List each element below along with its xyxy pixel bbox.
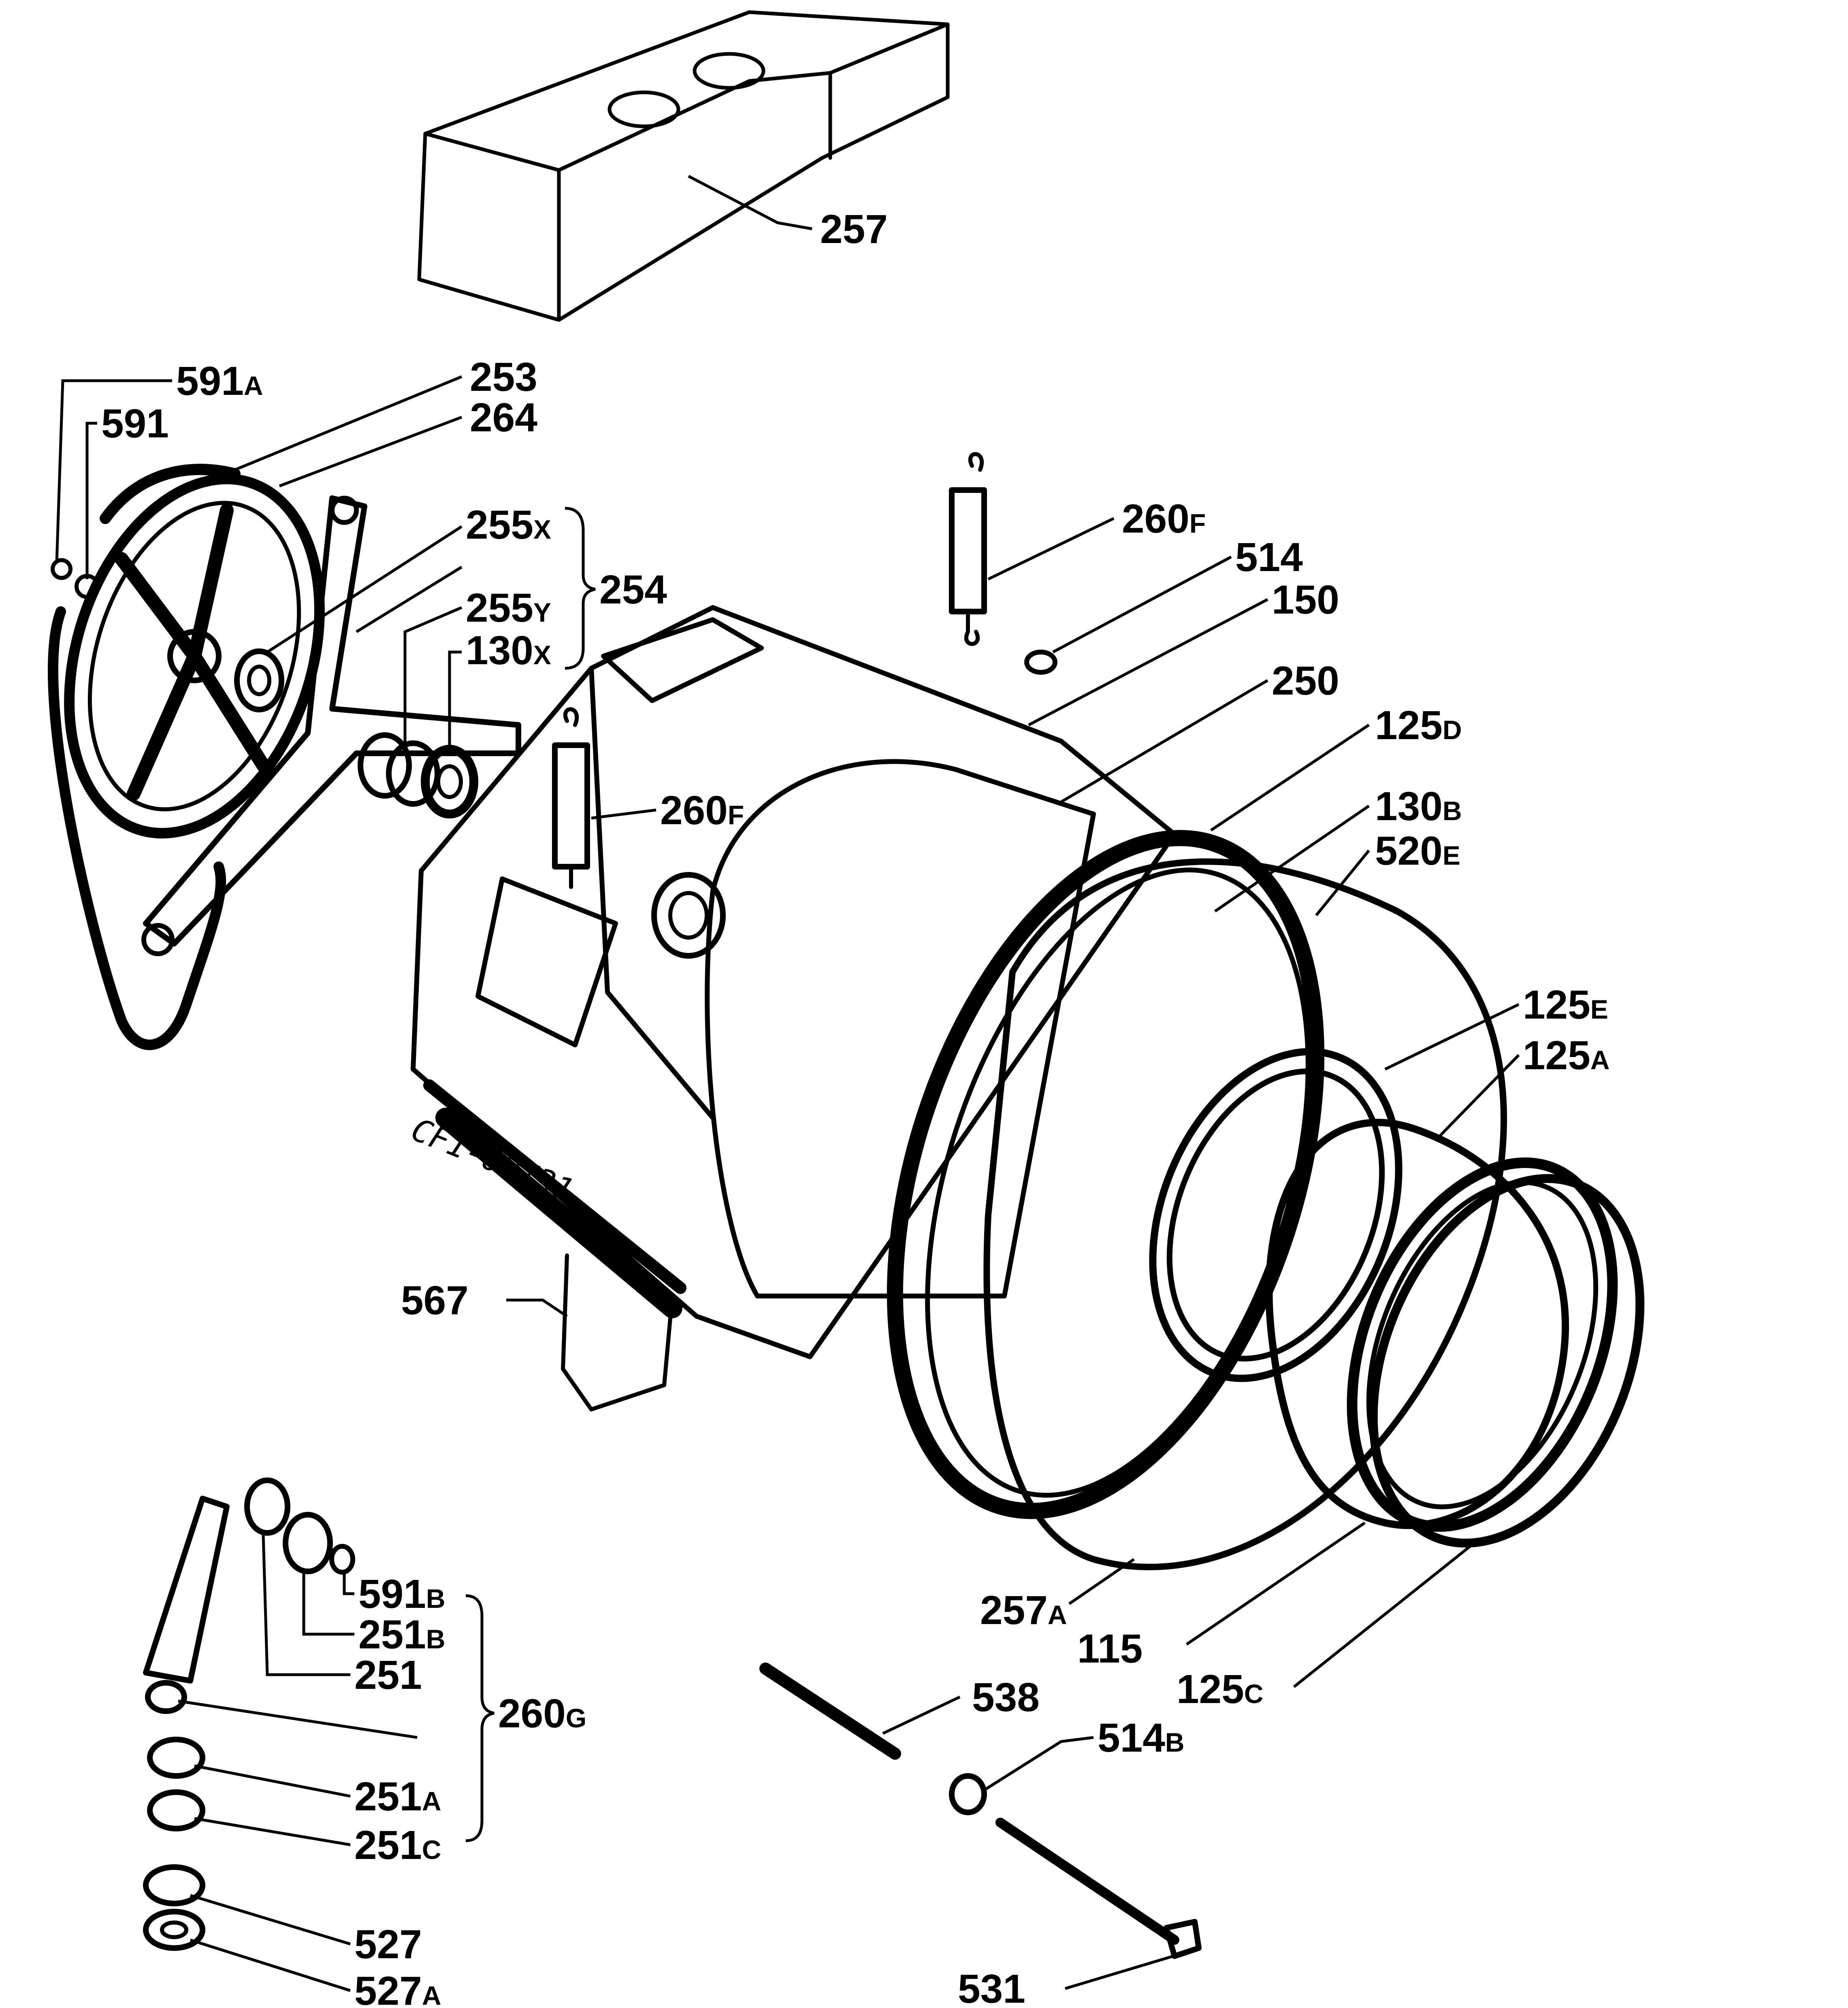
label-531: 531 (958, 1966, 1025, 2008)
label-260g: 260G (498, 1691, 586, 1736)
label-125d: 125D (1375, 703, 1462, 748)
label-260f-upper: 260F (1122, 496, 1206, 541)
shock-absorber-kit (143, 1477, 355, 1951)
label-251c: 251C (354, 1823, 441, 1868)
label-125c: 125C (1177, 1667, 1264, 1712)
label-250: 250 (1272, 658, 1339, 703)
label-591: 591 (101, 401, 169, 446)
pulley-belt-assembly (48, 464, 521, 1050)
label-527: 527 (354, 1922, 422, 1967)
label-255x: 255X (466, 502, 551, 548)
spring-260f-lower (552, 707, 590, 889)
label-253: 253 (470, 354, 537, 400)
label-251b: 251B (358, 1612, 445, 1657)
label-520e: 520E (1375, 828, 1460, 874)
front-tub-and-door-seal (887, 830, 1645, 1571)
part-labels: 257 591A 591 253 264 255X 254 255Y 130X … (101, 207, 1610, 2008)
label-264: 264 (470, 395, 537, 440)
label-125a: 125A (1523, 1033, 1610, 1078)
label-130b: 130B (1375, 784, 1462, 829)
bolt-531 (995, 1818, 1179, 1945)
drawing-code: CF1-00731 (406, 1111, 579, 1209)
label-251: 251 (354, 1652, 422, 1698)
bracket-567 (561, 1253, 674, 1411)
pin-538 (759, 1663, 901, 1760)
cap-514 (1024, 650, 1057, 675)
label-567: 567 (401, 1278, 469, 1323)
label-514b: 514B (1098, 1715, 1185, 1761)
label-130x: 130X (466, 628, 551, 673)
label-150: 150 (1272, 577, 1339, 622)
label-251a: 251A (354, 1774, 441, 1819)
label-255y: 255Y (466, 585, 551, 631)
label-125e: 125E (1523, 982, 1608, 1027)
bolt-531-head (1164, 1919, 1202, 1959)
label-527a: 527A (354, 1968, 441, 2008)
label-254: 254 (599, 567, 667, 612)
label-260f-lower: 260F (660, 788, 744, 833)
label-591a: 591A (176, 358, 263, 404)
label-591b: 591B (358, 1571, 445, 1617)
label-257a: 257A (980, 1588, 1067, 1633)
label-257: 257 (820, 207, 888, 252)
label-514: 514 (1235, 535, 1303, 580)
spring-260f-upper (949, 452, 987, 646)
nut-514b (949, 1773, 987, 1815)
leader-lines (55, 175, 1520, 1992)
label-538: 538 (972, 1675, 1040, 1720)
label-115: 115 (1077, 1626, 1142, 1671)
drum-housing: CF1-00731 (406, 605, 1177, 1359)
counterweight-257 (417, 10, 950, 322)
